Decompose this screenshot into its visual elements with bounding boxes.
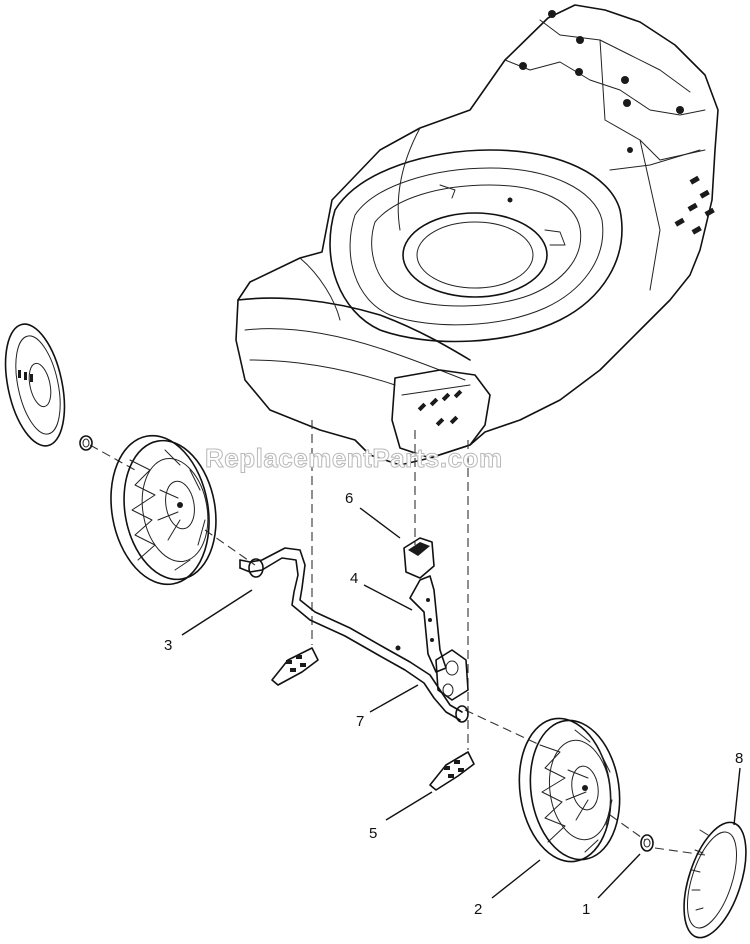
callout-8: 8 bbox=[733, 750, 743, 826]
callout-label-4: 4 bbox=[350, 570, 358, 587]
height-adjust-bracket-left bbox=[271, 647, 319, 686]
left-wheel-nut bbox=[79, 435, 93, 451]
callout-6: 6 bbox=[345, 490, 401, 539]
callout-3: 3 bbox=[164, 589, 253, 654]
callout-label-7: 7 bbox=[356, 713, 364, 730]
nut bbox=[640, 834, 654, 852]
callout-4: 4 bbox=[350, 570, 413, 611]
callout-1: 1 bbox=[582, 853, 641, 918]
front-axle bbox=[239, 547, 469, 723]
callout-5: 5 bbox=[369, 791, 433, 842]
callout-label-8: 8 bbox=[735, 750, 743, 767]
right-hub-cap bbox=[683, 821, 747, 939]
spring-clip bbox=[409, 575, 447, 673]
right-wheel bbox=[518, 717, 621, 863]
alignment-lines bbox=[89, 420, 706, 856]
callout-label-5: 5 bbox=[369, 825, 377, 842]
callout-label-3: 3 bbox=[164, 637, 172, 654]
mower-deck bbox=[235, 4, 719, 466]
left-hub-cap bbox=[4, 323, 66, 447]
pivot-bolt bbox=[395, 645, 469, 701]
callout-2: 2 bbox=[474, 859, 541, 918]
callout-label-6: 6 bbox=[345, 490, 353, 507]
adjuster-knob bbox=[403, 537, 435, 579]
callout-7: 7 bbox=[356, 684, 419, 730]
watermark: ReplacementParts.com bbox=[205, 443, 503, 473]
height-adjust-bracket-right bbox=[429, 751, 475, 791]
callout-label-1: 1 bbox=[582, 901, 590, 918]
callout-label-2: 2 bbox=[474, 901, 482, 918]
left-wheel bbox=[110, 434, 217, 586]
